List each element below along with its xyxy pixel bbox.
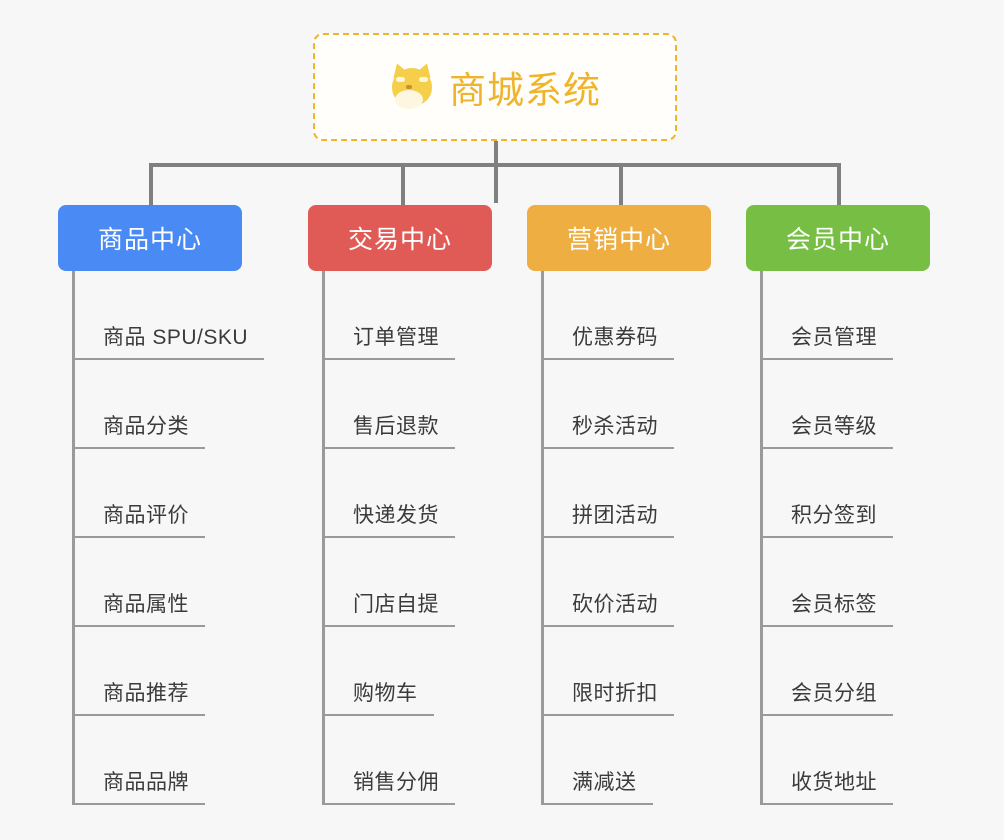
- list-item-label: 订单管理: [325, 321, 455, 360]
- list-item-label: 砍价活动: [544, 588, 674, 627]
- list-item-label: 会员等级: [763, 410, 893, 449]
- connector-drop-member-center: [837, 163, 841, 207]
- branch-header-label: 交易中心: [347, 226, 452, 254]
- list-item-label: 购物车: [325, 677, 434, 716]
- list-item[interactable]: 砍价活动: [544, 538, 711, 627]
- list-item[interactable]: 会员等级: [763, 360, 930, 449]
- list-item-label: 满减送: [544, 766, 653, 805]
- connector-root-stem: [494, 141, 498, 203]
- branch-header-trade-center[interactable]: 交易中心: [308, 205, 492, 271]
- list-item[interactable]: 商品推荐: [75, 627, 242, 716]
- list-item-label: 积分签到: [763, 499, 893, 538]
- branch-body-member-center: 会员管理 会员等级 积分签到 会员标签 会员分组 收货地址: [760, 271, 930, 805]
- branch-body-trade-center: 订单管理 售后退款 快递发货 门店自提 购物车 销售分佣: [322, 271, 492, 805]
- branch-member-center: 会员中心 会员管理 会员等级 积分签到 会员标签 会员分组 收货地址: [746, 205, 930, 805]
- branch-product-center: 商品中心 商品 SPU/SKU 商品分类 商品评价 商品属性 商品推荐 商品品牌: [58, 205, 265, 805]
- branch-body-product-center: 商品 SPU/SKU 商品分类 商品评价 商品属性 商品推荐 商品品牌: [72, 271, 265, 805]
- list-item-label: 限时折扣: [544, 677, 674, 716]
- list-item-label: 收货地址: [763, 766, 893, 805]
- branch-header-label: 会员中心: [785, 226, 890, 254]
- list-item-label: 会员管理: [763, 321, 893, 360]
- list-item[interactable]: 优惠券码: [544, 271, 711, 360]
- list-item-label: 商品品牌: [75, 766, 205, 805]
- list-item-label: 门店自提: [325, 588, 455, 627]
- list-item[interactable]: 商品品牌: [75, 716, 242, 805]
- list-item[interactable]: 售后退款: [325, 360, 492, 449]
- branch-header-product-center[interactable]: 商品中心: [58, 205, 242, 271]
- branch-body-marketing-center: 优惠券码 秒杀活动 拼团活动 砍价活动 限时折扣 满减送: [541, 271, 711, 805]
- list-item-label: 快递发货: [325, 499, 455, 538]
- list-item[interactable]: 收货地址: [763, 716, 930, 805]
- list-item-label: 拼团活动: [544, 499, 674, 538]
- connector-drop-marketing-center: [619, 163, 623, 207]
- list-item[interactable]: 快递发货: [325, 449, 492, 538]
- list-item[interactable]: 会员分组: [763, 627, 930, 716]
- list-item-label: 销售分佣: [325, 766, 455, 805]
- list-item-label: 优惠券码: [544, 321, 674, 360]
- shiba-dog-face-icon: [389, 64, 435, 110]
- list-item[interactable]: 商品评价: [75, 449, 242, 538]
- list-item[interactable]: 商品 SPU/SKU: [75, 271, 265, 360]
- list-item[interactable]: 订单管理: [325, 271, 492, 360]
- list-item[interactable]: 限时折扣: [544, 627, 711, 716]
- list-item[interactable]: 商品分类: [75, 360, 242, 449]
- list-item-label: 商品分类: [75, 410, 205, 449]
- list-item[interactable]: 积分签到: [763, 449, 930, 538]
- list-item[interactable]: 会员管理: [763, 271, 930, 360]
- root-title: 商城系统: [449, 70, 601, 111]
- branch-trade-center: 交易中心 订单管理 售后退款 快递发货 门店自提 购物车 销售分佣: [308, 205, 492, 805]
- list-item-label: 售后退款: [325, 410, 455, 449]
- list-item-label: 商品评价: [75, 499, 205, 538]
- list-item[interactable]: 购物车: [325, 627, 492, 716]
- list-item[interactable]: 会员标签: [763, 538, 930, 627]
- list-item[interactable]: 商品属性: [75, 538, 242, 627]
- list-item-label: 会员标签: [763, 588, 893, 627]
- list-item[interactable]: 拼团活动: [544, 449, 711, 538]
- list-item-label: 商品 SPU/SKU: [75, 321, 265, 360]
- root-node[interactable]: 商城系统: [313, 33, 677, 141]
- connector-drop-product-center: [149, 163, 153, 207]
- list-item-label: 会员分组: [763, 677, 893, 716]
- connector-horizontal-bus: [149, 163, 839, 167]
- branch-marketing-center: 营销中心 优惠券码 秒杀活动 拼团活动 砍价活动 限时折扣 满减送: [527, 205, 711, 805]
- branch-header-member-center[interactable]: 会员中心: [746, 205, 930, 271]
- list-item[interactable]: 满减送: [544, 716, 711, 805]
- list-item[interactable]: 门店自提: [325, 538, 492, 627]
- list-item-label: 商品推荐: [75, 677, 205, 716]
- list-item-label: 秒杀活动: [544, 410, 674, 449]
- list-item[interactable]: 秒杀活动: [544, 360, 711, 449]
- connector-drop-trade-center: [401, 163, 405, 207]
- list-item[interactable]: 销售分佣: [325, 716, 492, 805]
- branch-header-marketing-center[interactable]: 营销中心: [527, 205, 711, 271]
- branch-header-label: 商品中心: [97, 226, 202, 254]
- branch-header-label: 营销中心: [566, 226, 671, 254]
- list-item-label: 商品属性: [75, 588, 205, 627]
